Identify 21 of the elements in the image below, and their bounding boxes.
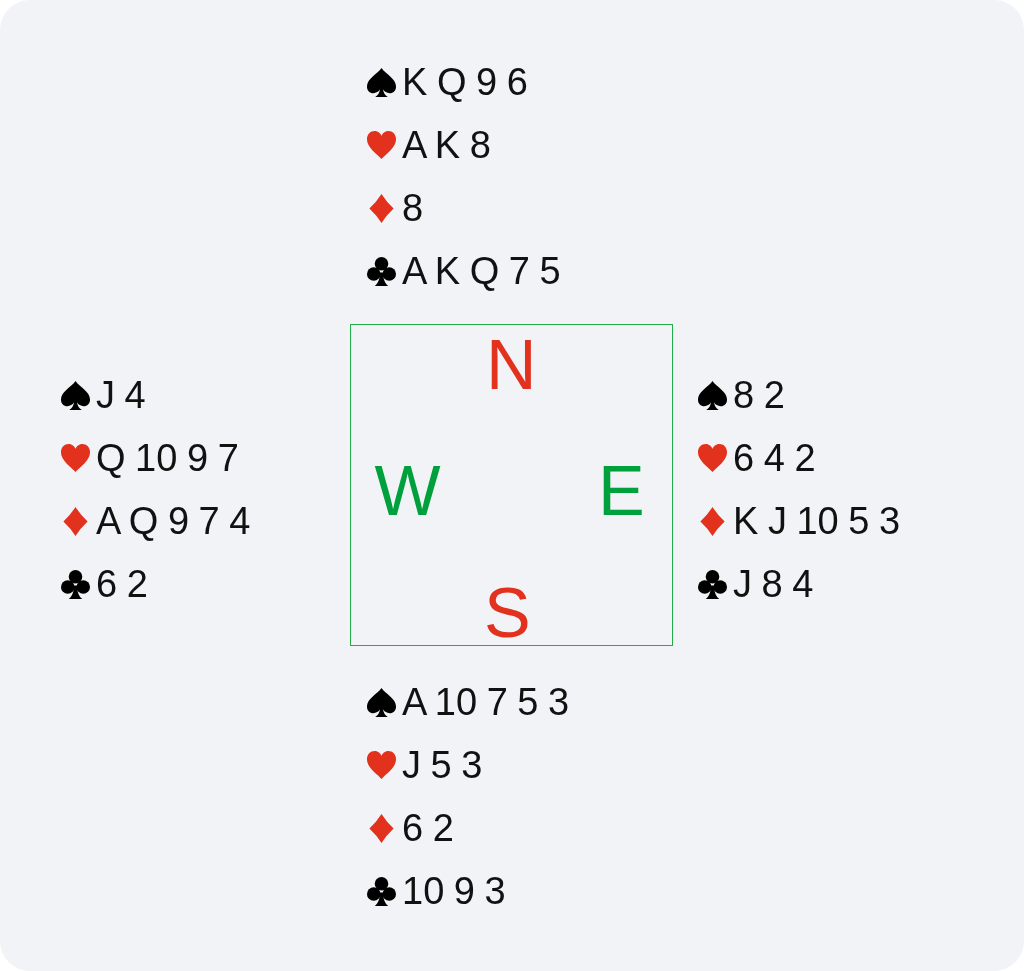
card-ranks: K J 10 5 3 — [733, 502, 901, 540]
card-ranks: J 5 3 — [402, 746, 483, 784]
seat-letter: S — [484, 577, 531, 648]
card-ranks: 10 9 3 — [402, 872, 506, 910]
card-ranks: A Q 9 7 4 — [96, 502, 251, 540]
seat-letter: W — [374, 455, 441, 526]
card-ranks: J 8 4 — [733, 565, 814, 603]
card-ranks: A K 8 — [402, 126, 491, 164]
card-ranks: A K Q 7 5 — [402, 252, 561, 290]
seat-letter: E — [598, 455, 645, 526]
compass-square — [350, 324, 673, 646]
card-ranks: 6 2 — [402, 809, 454, 847]
card-ranks: A 10 7 5 3 — [402, 683, 570, 721]
card-ranks: 6 4 2 — [733, 439, 816, 477]
card-ranks: J 4 — [96, 376, 146, 414]
card-ranks: 6 2 — [96, 565, 148, 603]
card-ranks: 8 — [402, 189, 424, 227]
seat-letter: N — [486, 329, 537, 400]
card-ranks: Q 10 9 7 — [96, 439, 239, 477]
card-ranks: 8 2 — [733, 376, 785, 414]
card-ranks: K Q 9 6 — [402, 63, 528, 101]
